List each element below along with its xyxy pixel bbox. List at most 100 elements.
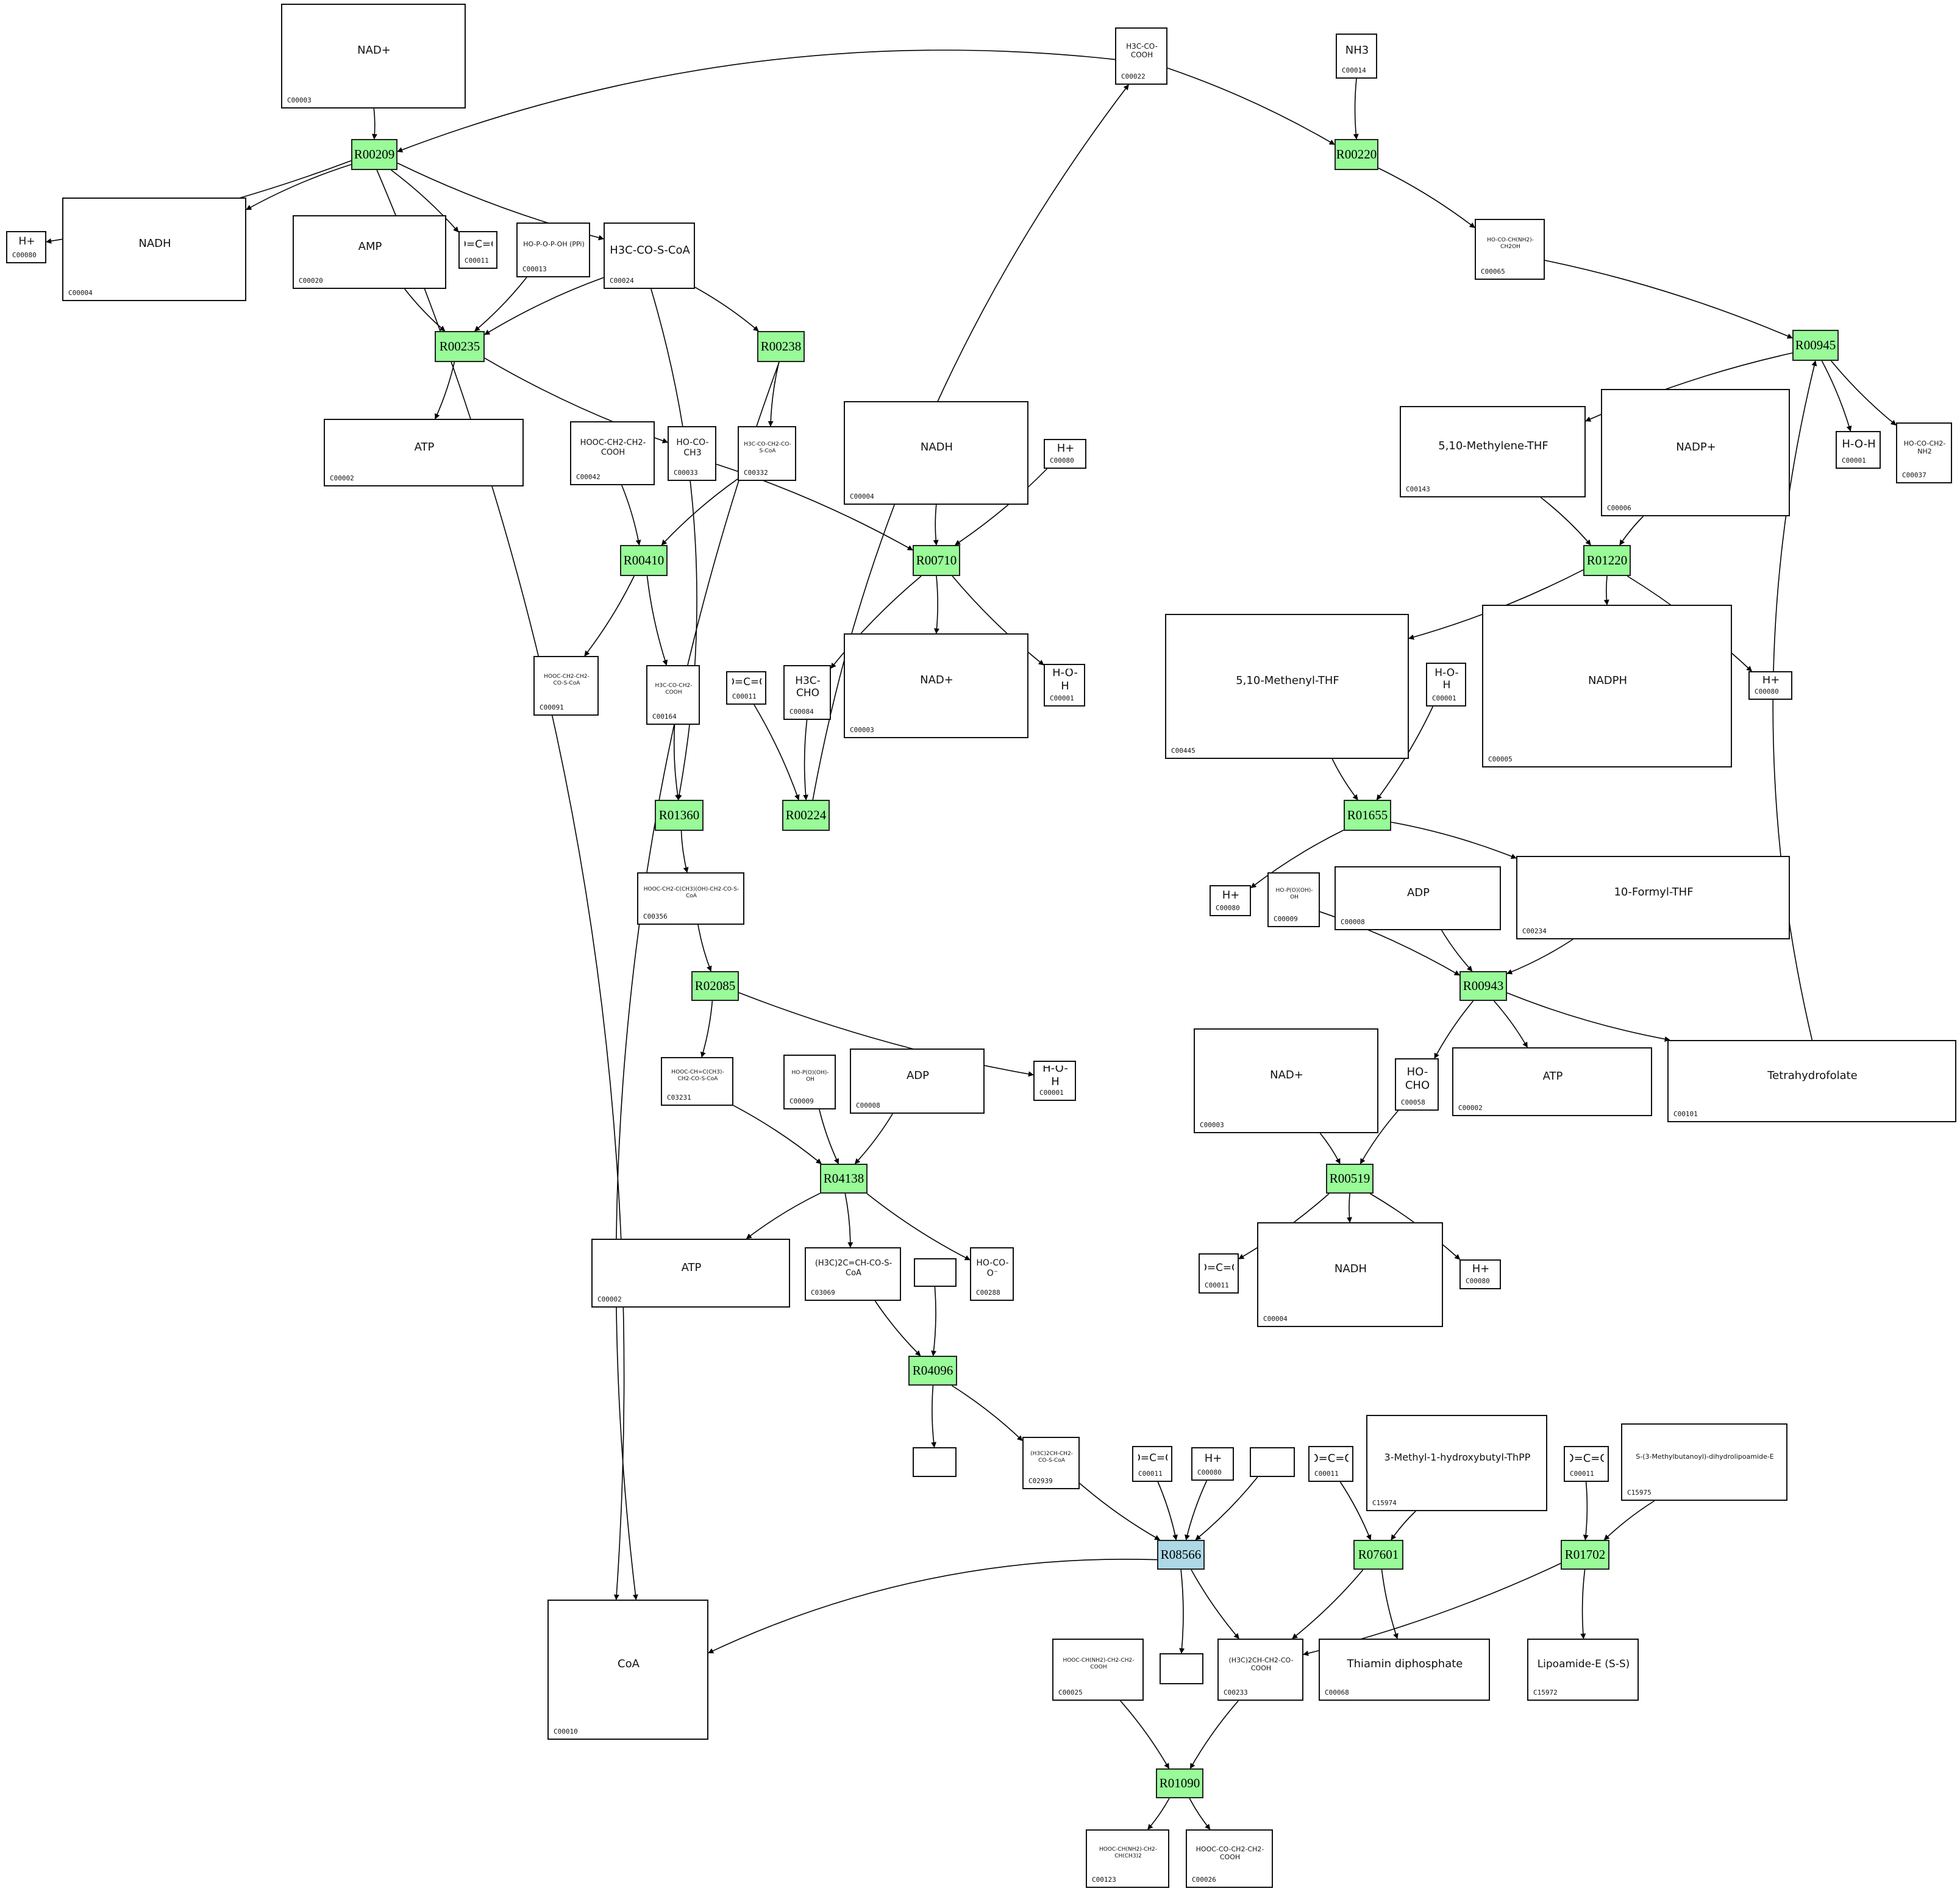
compound-c00011[interactable]: O=C=OC00011: [1308, 1446, 1353, 1482]
compound-id-label: C15972: [1533, 1689, 1558, 1696]
edge-r01090-to-n67: [1189, 1798, 1211, 1830]
compound-id-label: C00234: [1522, 927, 1547, 935]
edge-r01655-to-n32: [1250, 830, 1344, 888]
reaction-r00943[interactable]: R00943: [1459, 971, 1507, 1001]
reaction-r07601[interactable]: R07601: [1353, 1540, 1403, 1570]
reaction-r00519[interactable]: R00519: [1326, 1164, 1374, 1194]
compound-c00011[interactable]: O=C=OC00011: [1132, 1446, 1172, 1482]
compound-c00080[interactable]: H+C00080: [6, 231, 46, 263]
compound-c00011[interactable]: O=C=OC00011: [458, 231, 497, 269]
reaction-r00238[interactable]: R00238: [757, 331, 805, 362]
compound-structure: HO-P(O)(OH)-OH: [1275, 888, 1313, 900]
compound-id-label: C00033: [674, 469, 698, 477]
compound-c00080[interactable]: H+C00080: [1459, 1259, 1501, 1289]
compound-c15972[interactable]: Lipoamide-E (S-S)C15972: [1527, 1639, 1639, 1701]
compound-placeholder[interactable]: [913, 1447, 957, 1477]
compound-c00013[interactable]: HO-P-O-P-OH (PPi)C00013: [516, 223, 590, 277]
reaction-r00220[interactable]: R00220: [1335, 139, 1378, 170]
compound-id-label: C00008: [856, 1102, 880, 1109]
compound-placeholder[interactable]: [1250, 1447, 1295, 1477]
compound-c00003[interactable]: NAD+C00003: [844, 633, 1028, 738]
compound-placeholder[interactable]: [914, 1258, 957, 1287]
compound-c00011[interactable]: O=C=OC00011: [1199, 1253, 1239, 1294]
reaction-r02085[interactable]: R02085: [691, 971, 739, 1001]
compound-c00080[interactable]: H+C00080: [1044, 439, 1086, 469]
reaction-r00235[interactable]: R00235: [435, 331, 485, 362]
compound-c00288[interactable]: HO-CO-O⁻C00288: [970, 1247, 1014, 1301]
reaction-r04096[interactable]: R04096: [908, 1356, 957, 1386]
reaction-r00945[interactable]: R00945: [1792, 330, 1839, 361]
compound-structure: H+: [1204, 1452, 1222, 1465]
reaction-r01702[interactable]: R01702: [1561, 1540, 1609, 1570]
edge-r00410-to-n21: [584, 575, 635, 657]
reaction-r01655[interactable]: R01655: [1344, 800, 1391, 831]
compound-id-label: C00123: [1092, 1876, 1116, 1884]
compound-c00080[interactable]: H+C00080: [1191, 1447, 1234, 1481]
compound-id-label: C00101: [1673, 1110, 1698, 1118]
compound-c00080[interactable]: H+C00080: [1210, 885, 1251, 916]
reaction-r00710[interactable]: R00710: [913, 545, 960, 576]
reaction-r04138[interactable]: R04138: [820, 1164, 868, 1194]
reaction-r08566[interactable]: R08566: [1157, 1540, 1205, 1570]
edge-n14-to-r00410: [661, 479, 738, 546]
reaction-r01090[interactable]: R01090: [1156, 1768, 1203, 1798]
reaction-r00224[interactable]: R00224: [782, 800, 830, 831]
reaction-r00209[interactable]: R00209: [351, 139, 397, 170]
compound-c00006[interactable]: NADP+C00006: [1601, 389, 1790, 516]
compound-c00011[interactable]: O=C=OC00011: [726, 671, 766, 705]
compound-c00003[interactable]: NAD+C00003: [281, 4, 466, 109]
compound-c00080[interactable]: H+C00080: [1748, 671, 1792, 700]
compound-c00003[interactable]: NAD+C00003: [1194, 1028, 1378, 1133]
compound-placeholder[interactable]: [1160, 1653, 1203, 1684]
reaction-r00410[interactable]: R00410: [620, 545, 668, 576]
reaction-r01360[interactable]: R01360: [655, 800, 704, 831]
compound-c00011[interactable]: O=C=OC00011: [1564, 1446, 1609, 1482]
compound-structure: HO-CHO: [1405, 1066, 1430, 1092]
reaction-r01220[interactable]: R01220: [1583, 545, 1631, 576]
